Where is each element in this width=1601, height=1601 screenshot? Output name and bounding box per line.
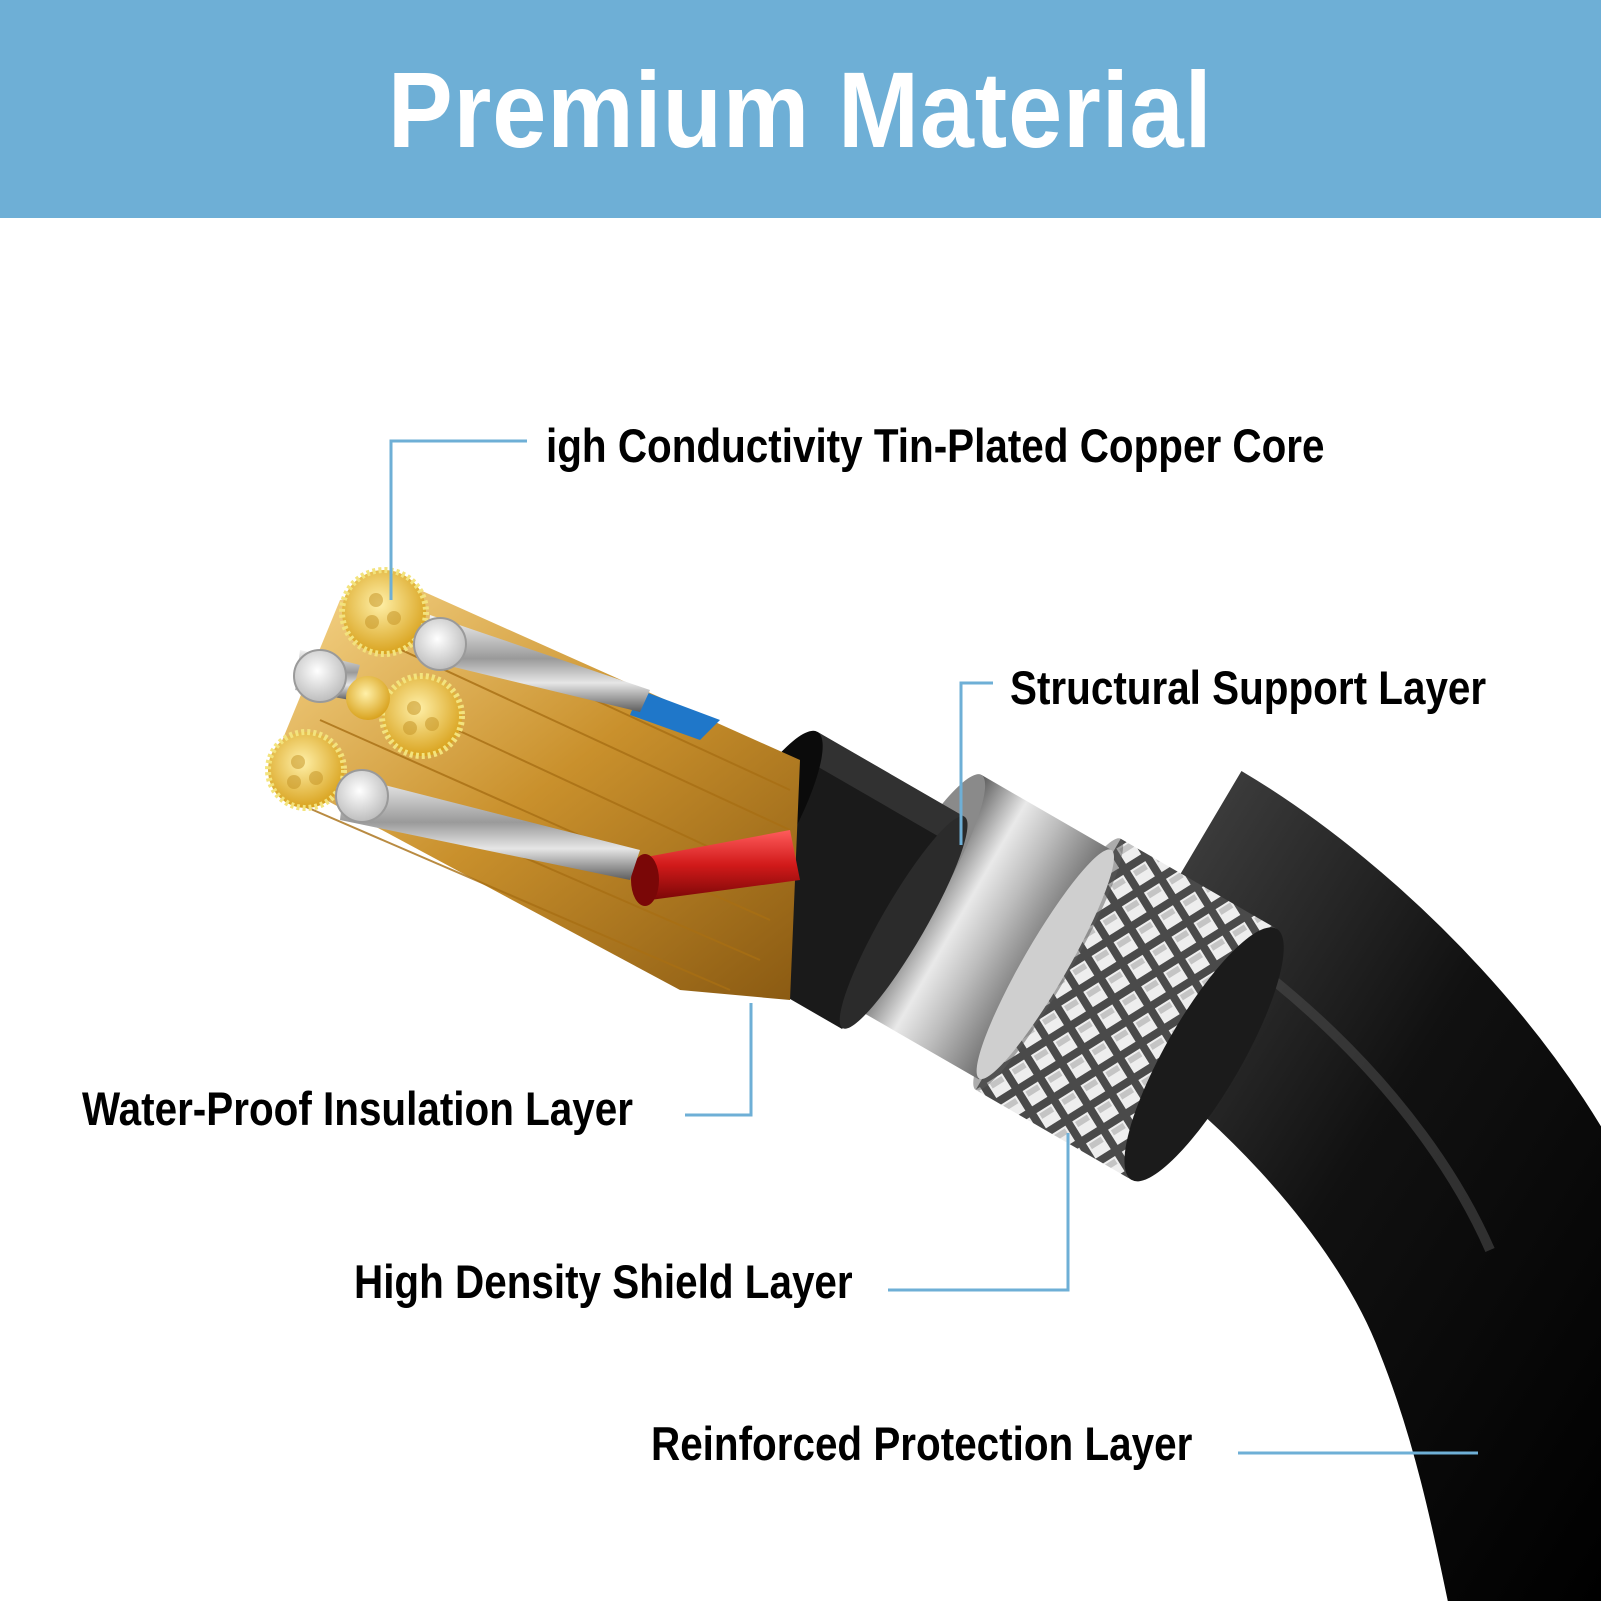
leader-support [959, 681, 993, 845]
leader-shield [888, 1133, 1070, 1292]
label-structural-support: Structural Support Layer [1010, 661, 1487, 714]
red-conductor [630, 830, 800, 900]
label-insulation-layer: Water-Proof Insulation Layer [82, 1082, 633, 1135]
leader-insulation [685, 1003, 753, 1117]
label-shield-layer: High Density Shield Layer [354, 1255, 853, 1308]
leader-lines [389, 439, 1478, 1455]
header-banner: Premium Material [0, 0, 1601, 218]
label-copper-core: igh Conductivity Tin-Plated Copper Core [546, 419, 1325, 472]
gold-core-face [265, 567, 465, 811]
blue-conductor [630, 690, 720, 740]
leader-core [389, 439, 527, 600]
label-protection-layer: Reinforced Protection Layer [651, 1417, 1193, 1470]
silver-core-face [293, 617, 467, 823]
page-title: Premium Material [388, 48, 1213, 170]
